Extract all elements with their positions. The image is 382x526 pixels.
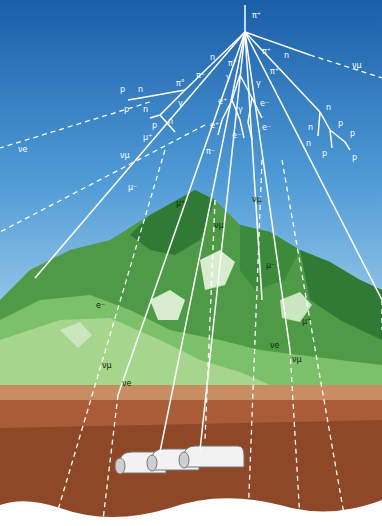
- particle-label: μ⁺: [143, 134, 152, 142]
- particle-label: νμ: [352, 62, 362, 70]
- particle-label: νe: [270, 342, 279, 350]
- particle-label: e⁻: [232, 132, 241, 140]
- particle-label: π⁻: [196, 72, 205, 80]
- particle-label: γ: [226, 74, 231, 82]
- particle-label: μ⁺: [302, 318, 311, 326]
- particle-label: π°: [176, 80, 185, 88]
- particle-label: π⁺: [252, 12, 261, 20]
- particle-label: νe: [18, 146, 27, 154]
- particle-label: n: [308, 124, 313, 132]
- particle-label: n: [326, 104, 331, 112]
- particle-label: e⁻: [262, 124, 271, 132]
- particle-label: νμ: [292, 356, 302, 364]
- particle-label: π⁻: [206, 148, 215, 156]
- particle-label: e⁻: [260, 100, 269, 108]
- particle-label: νμ: [214, 222, 224, 230]
- particle-label: p: [338, 120, 343, 128]
- particle-label: n: [306, 140, 311, 148]
- particle-label: μ⁻: [266, 262, 275, 270]
- particle-label: n: [143, 106, 148, 114]
- particle-label: γ: [238, 106, 243, 114]
- particle-label: νμ: [102, 362, 112, 370]
- particle-label: n: [168, 118, 173, 126]
- particle-label: p: [352, 154, 357, 162]
- particle-label: γ: [178, 100, 183, 108]
- particle-label: n: [210, 54, 215, 62]
- particle-label: p: [124, 106, 129, 114]
- particle-label: e⁻: [96, 302, 105, 310]
- particle-label: p: [350, 130, 355, 138]
- particle-label: π⁺: [270, 68, 279, 76]
- particle-label: νe: [122, 380, 131, 388]
- particle-label: p: [152, 122, 157, 130]
- particle-label: p: [322, 150, 327, 158]
- particle-label: νμ: [252, 196, 262, 204]
- particle-label: π°: [228, 60, 237, 68]
- particle-label: μ⁻: [128, 184, 137, 192]
- particle-label: e⁺: [210, 122, 219, 130]
- particle-label: n: [284, 52, 289, 60]
- particle-label: γ: [256, 80, 261, 88]
- particle-label: n: [138, 86, 143, 94]
- particle-label: π⁺: [262, 48, 271, 56]
- particle-label: p: [120, 86, 125, 94]
- particle-label: e⁺: [218, 98, 227, 106]
- particle-label: νμ: [120, 152, 130, 160]
- particle-label: μ⁺: [176, 200, 185, 208]
